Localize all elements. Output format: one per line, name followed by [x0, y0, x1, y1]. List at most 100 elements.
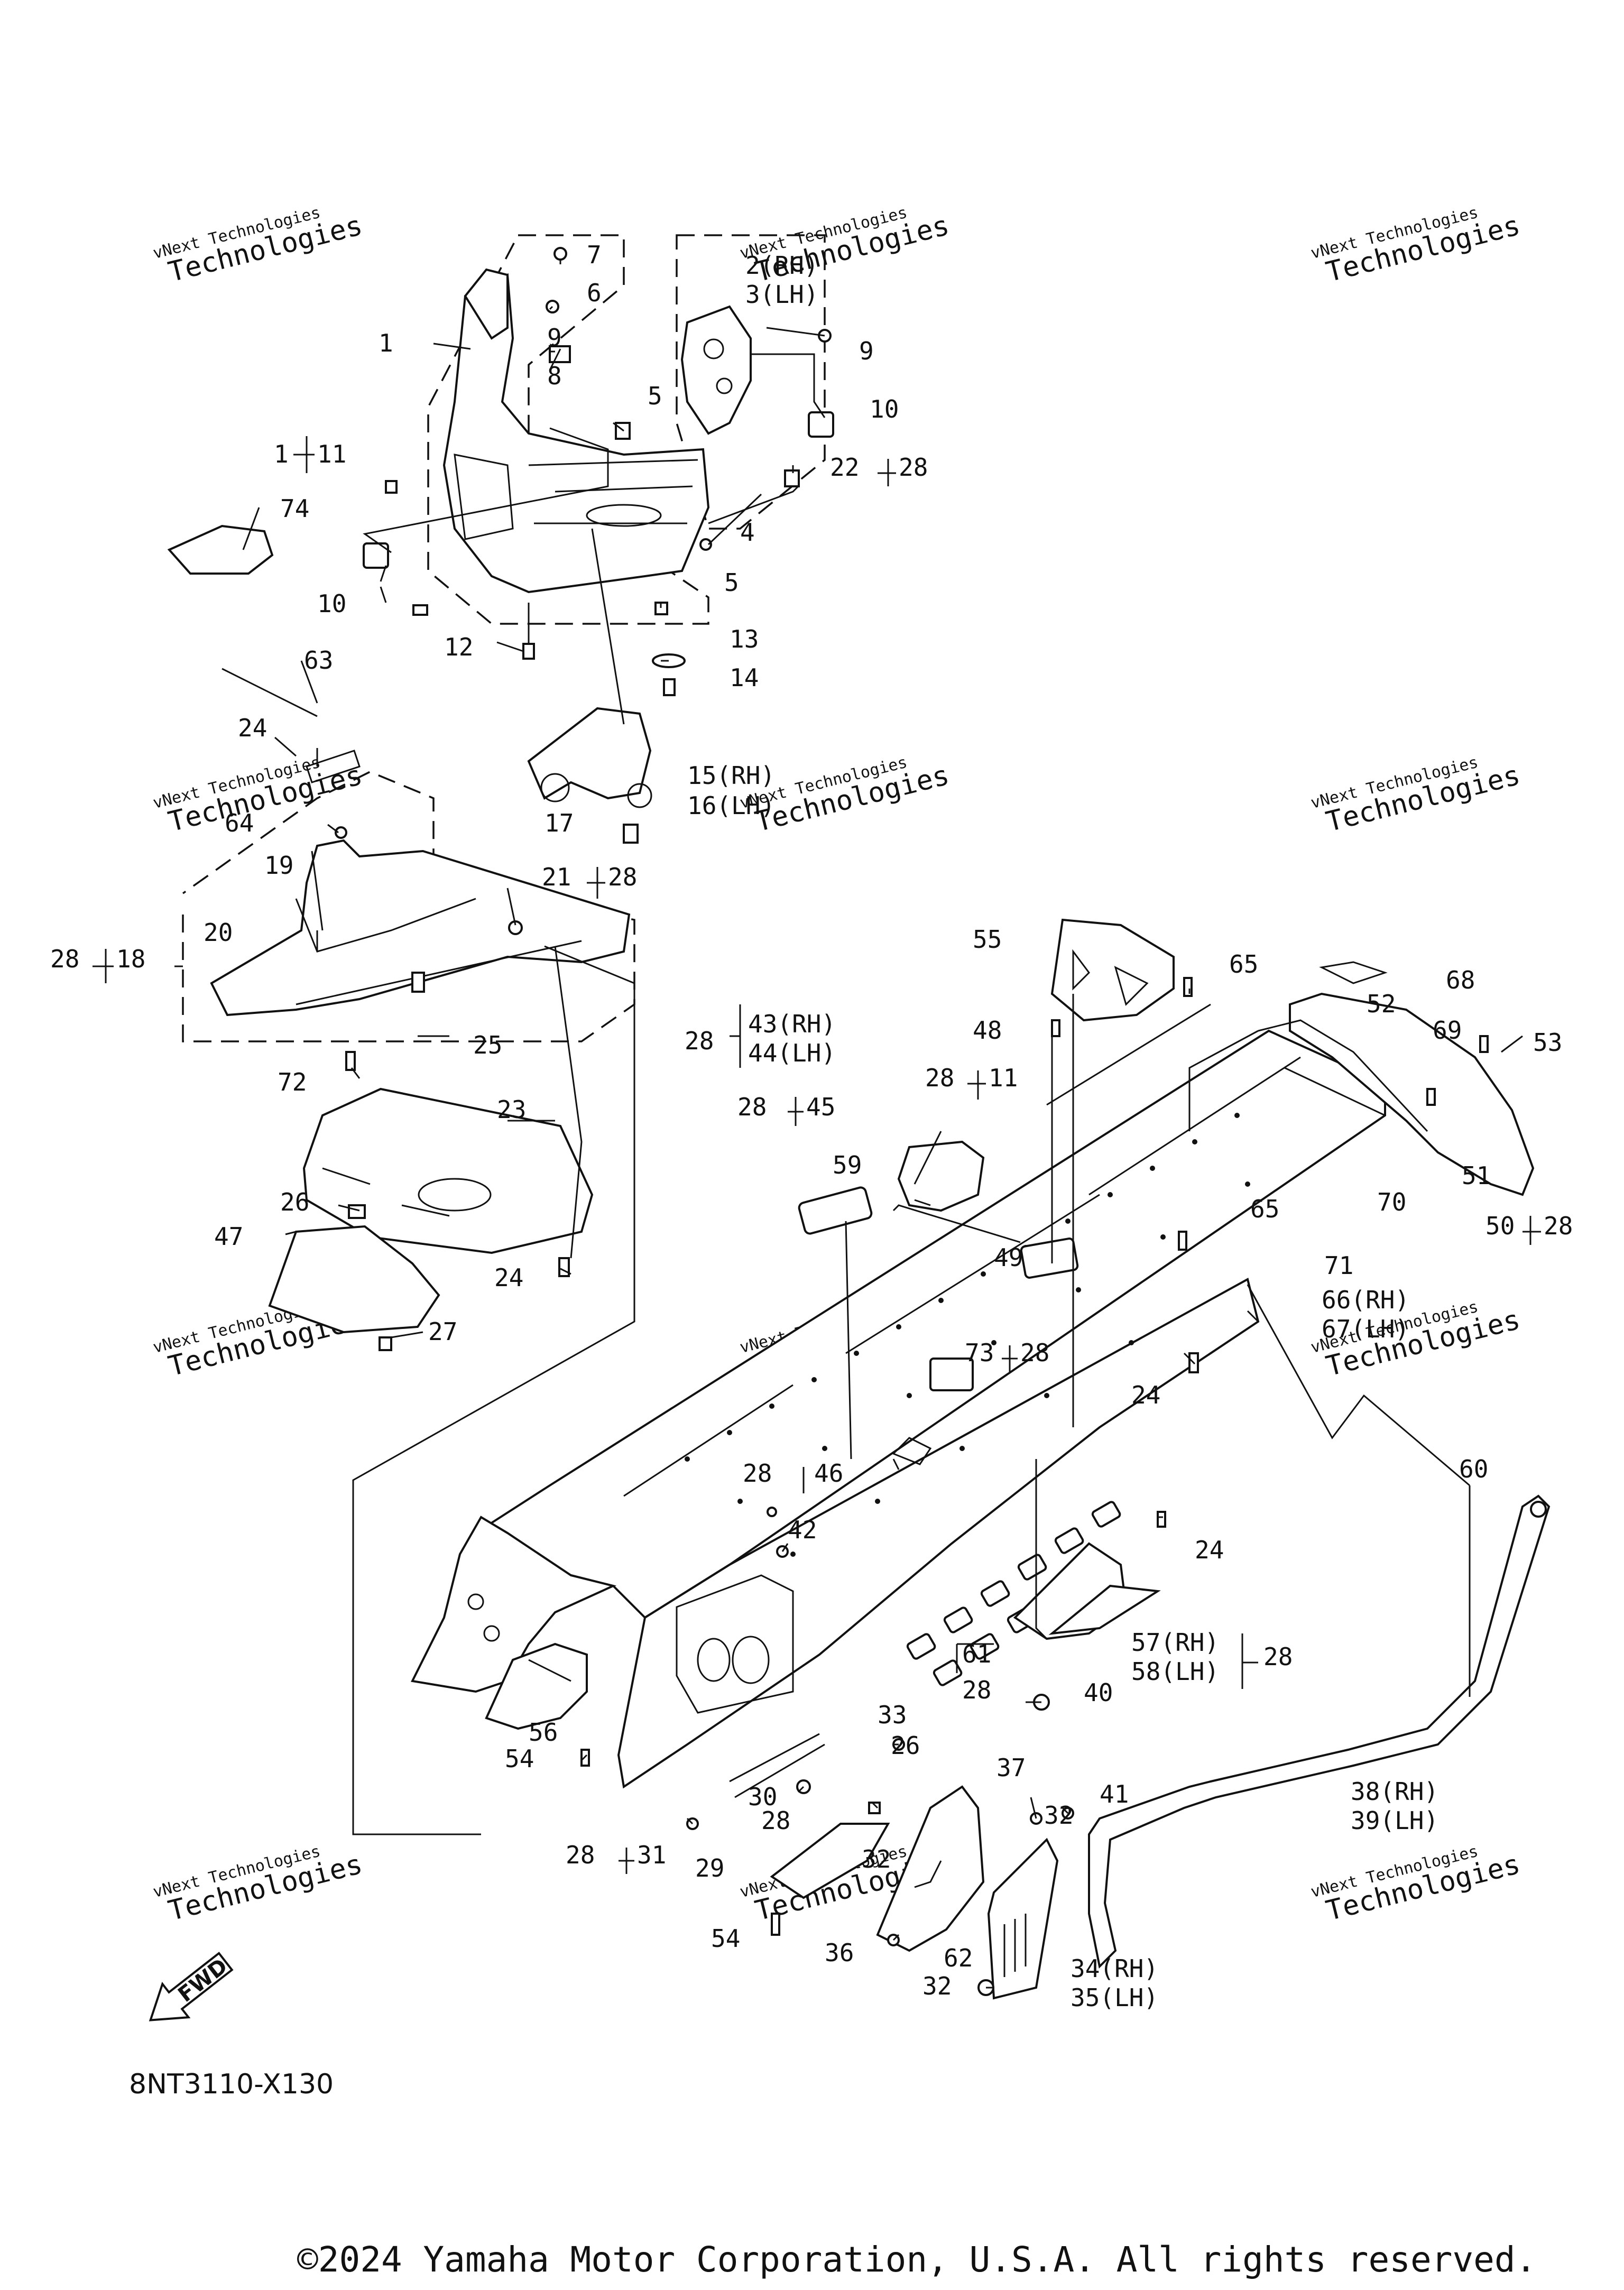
callout-2: 2(RH): [745, 251, 818, 280]
upper-frame-group: [167, 234, 834, 844]
callout-39: 39(LH): [1351, 1806, 1438, 1835]
callout-24c: 24: [1131, 1381, 1160, 1409]
steering-frame-part: [442, 273, 710, 594]
callout-1: 1: [379, 329, 393, 357]
callout-74: 74: [280, 494, 309, 523]
callout-56: 56: [529, 1718, 558, 1747]
callout-57: 57(RH): [1131, 1628, 1219, 1657]
steering-bracket-part: [464, 268, 509, 340]
callout-20: 20: [204, 918, 233, 947]
skid-plate-part: [302, 1087, 594, 1254]
watermark: vNext Technologies Technologies: [1309, 204, 1524, 289]
upper-bracket-part: [680, 305, 752, 435]
callout-7: 7: [587, 241, 602, 269]
callout-70: 70: [1377, 1188, 1406, 1216]
callout-5b: 5: [724, 568, 739, 597]
step-plate-part: [770, 1823, 890, 1899]
callout-51: 51: [1462, 1161, 1491, 1190]
callout-11b: 11: [989, 1064, 1018, 1092]
callout-28j: 28: [1263, 1642, 1293, 1671]
callout-1b: 1: [274, 440, 289, 468]
callout-71: 71: [1324, 1251, 1353, 1280]
callout-46: 46: [814, 1459, 843, 1488]
rear-light-housing-part: [1050, 918, 1175, 1022]
callout-73: 73: [965, 1338, 994, 1367]
guard-plate-part: [268, 1225, 440, 1334]
callout-9: 9: [547, 324, 562, 352]
callout-72: 72: [278, 1068, 307, 1096]
callout-45: 45: [806, 1093, 835, 1121]
callout-35: 35(LH): [1071, 1983, 1158, 2012]
callout-13: 13: [730, 625, 759, 653]
callout-28f: 28: [737, 1093, 767, 1121]
callout-34: 34(RH): [1071, 1954, 1158, 1983]
side-cover-part: [987, 1837, 1059, 2000]
callout-24b: 24: [494, 1263, 523, 1292]
callout-53: 53: [1533, 1028, 1562, 1057]
callout-3: 3(LH): [745, 280, 818, 309]
callout-30: 30: [748, 1783, 777, 1811]
callout-24a: 24: [238, 714, 267, 742]
callout-16: 16(LH): [687, 791, 775, 820]
callout-54a: 54: [505, 1744, 534, 1773]
callout-58: 58(LH): [1131, 1657, 1219, 1686]
rubber-damper-part: [808, 411, 834, 438]
callout-49: 49: [994, 1243, 1023, 1272]
callout-19: 19: [264, 851, 293, 880]
callout-40: 40: [1084, 1678, 1113, 1707]
callout-33: 33: [878, 1701, 907, 1729]
callout-23: 23: [497, 1095, 526, 1124]
watermark: vNext Technologies Technologies: [151, 753, 366, 838]
callout-26b: 26: [891, 1731, 920, 1760]
callout-28g: 28: [1544, 1212, 1573, 1240]
callout-25: 25: [473, 1031, 502, 1059]
callout-66: 66(RH): [1322, 1286, 1409, 1314]
callout-brackets: [93, 436, 1541, 1874]
tunnel-group: [411, 918, 1551, 2000]
tunnel-side-part: [617, 1277, 1260, 1789]
callout-18: 18: [116, 945, 145, 973]
callout-29: 29: [695, 1854, 724, 1882]
callout-43: 43(RH): [748, 1010, 836, 1038]
callout-4: 4: [740, 518, 755, 547]
watermark: vNext Technologies Technologies: [151, 204, 366, 289]
callout-47: 47: [214, 1222, 243, 1251]
group-outline-1: [427, 234, 709, 625]
callout-11: 11: [317, 440, 346, 468]
callout-42: 42: [788, 1516, 817, 1544]
callout-59: 59: [833, 1151, 862, 1179]
callout-36: 36: [825, 1938, 854, 1967]
bracket-part: [485, 1642, 588, 1730]
callout-55: 55: [973, 925, 1002, 954]
callout-10a: 10: [317, 589, 346, 618]
running-board-part: [1088, 1494, 1551, 1969]
callout-28h: 28: [1020, 1338, 1049, 1367]
foot-plate-part: [876, 1785, 985, 1952]
callout-15: 15(RH): [687, 761, 775, 790]
callout-54b: 54: [711, 1924, 740, 1953]
callout-27: 27: [428, 1317, 457, 1346]
steering-column-part: [527, 707, 652, 800]
callout-21: 21: [542, 863, 571, 891]
callout-65b: 65: [1250, 1195, 1279, 1223]
callout-6: 6: [587, 279, 602, 307]
group-outline-2: [676, 234, 826, 530]
callout-28b: 28: [608, 863, 637, 891]
callout-65a: 65: [1229, 950, 1258, 978]
watermark: vNext Technologies Technologies: [151, 1842, 366, 1927]
copyright-notice: ©2024 Yamaha Motor Corporation, U.S.A. A…: [297, 2239, 1537, 2280]
callout-52: 52: [1367, 990, 1396, 1018]
front-frame-group: [182, 748, 635, 1835]
svg-text:FWD: FWD: [173, 1954, 232, 2007]
callout-17: 17: [545, 809, 574, 837]
callout-37: 37: [996, 1753, 1026, 1782]
callout-22: 22: [830, 453, 859, 482]
callout-14: 14: [730, 663, 759, 692]
callout-63: 63: [304, 646, 333, 675]
callout-28d: 28: [685, 1027, 714, 1055]
callout-26a: 26: [280, 1188, 309, 1216]
rear-bumper-part: [1289, 992, 1535, 1196]
callout-68: 68: [1446, 966, 1475, 994]
callout-32a: 32: [1044, 1801, 1073, 1830]
